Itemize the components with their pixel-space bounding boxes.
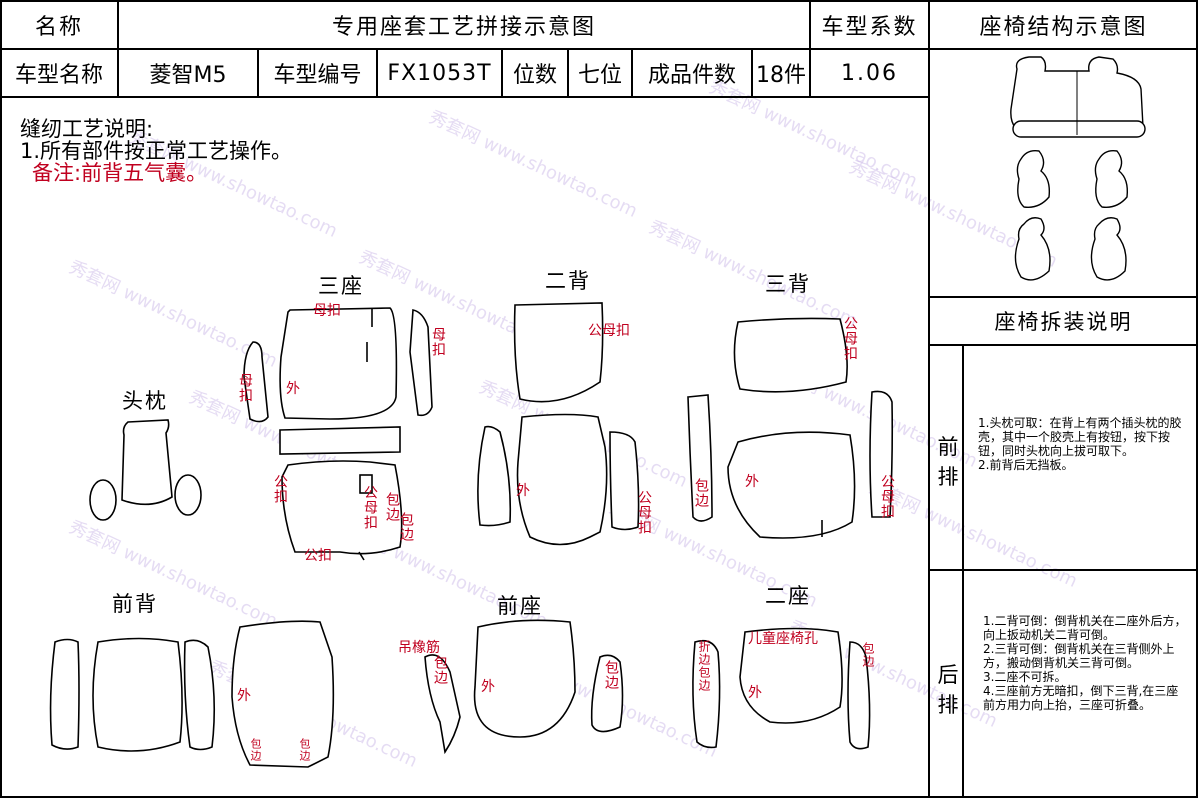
rear-row-label: 后排 bbox=[937, 663, 959, 717]
section-headrest: 头枕 bbox=[122, 389, 168, 413]
pieces-value: 18件 bbox=[756, 63, 806, 88]
notes-remark: 备注:前背五气囊。 bbox=[32, 161, 208, 185]
label-gong-third-seat: 公扣 bbox=[272, 474, 288, 504]
label-baobian-third-back: 包边 bbox=[693, 478, 709, 508]
second-seat-main-piece bbox=[739, 627, 843, 724]
seats-label: 位数 bbox=[512, 63, 557, 88]
label-baobian-third-seat-b: 包边 bbox=[398, 512, 414, 542]
label-mukou-third-seat: 母扣 bbox=[313, 303, 341, 319]
section-second-seat: 二座 bbox=[765, 584, 811, 608]
model-code-label: 车型编号 bbox=[273, 63, 362, 88]
label-gong-mukou-third-back-right: 公母扣 bbox=[879, 474, 895, 519]
third-back-right-strip bbox=[869, 390, 894, 518]
seat-2-right bbox=[1094, 149, 1129, 208]
seats-value: 七位 bbox=[577, 63, 622, 88]
label-zhe-baobian: 折边包边 bbox=[697, 640, 711, 692]
model-code: FX1053T bbox=[387, 60, 492, 86]
label-child-seat-hole: 儿童座椅孔 bbox=[748, 631, 818, 647]
front-back-left-piece bbox=[49, 638, 80, 750]
third-back-left-strip bbox=[687, 394, 713, 522]
rear-bench-seat bbox=[1012, 120, 1146, 138]
third-seat-long-strip bbox=[279, 426, 401, 455]
label-wai-front-back: 外 bbox=[237, 688, 251, 704]
model-name-label: 车型名称 bbox=[14, 63, 103, 88]
section-front-back: 前背 bbox=[112, 592, 158, 616]
label-mukou-left: 母扣 bbox=[237, 373, 253, 403]
third-seat-top-piece bbox=[279, 307, 398, 420]
third-seat-right-strip bbox=[409, 309, 433, 417]
label-wai-second-seat: 外 bbox=[748, 685, 762, 701]
label-baobian-front-back-b: 包边 bbox=[298, 738, 311, 762]
second-back-right-piece bbox=[609, 431, 640, 531]
label-gong-mukou-second-back-right: 公母扣 bbox=[636, 490, 652, 535]
front-seat-main-piece bbox=[473, 619, 576, 738]
headrest-right-side bbox=[174, 474, 202, 516]
third-seat-left-strip bbox=[243, 341, 269, 423]
label-wai-front-seat: 外 bbox=[481, 679, 495, 695]
label-diaoxiangjin: 吊橡筋 bbox=[398, 640, 440, 656]
label-baobian-front-seat-left: 包边 bbox=[432, 655, 448, 685]
front-row-label: 前排 bbox=[937, 435, 959, 489]
label-mukou-right: 母扣 bbox=[430, 327, 446, 357]
model-name: 菱智M5 bbox=[149, 63, 227, 88]
front-seat-right-piece bbox=[590, 654, 624, 733]
disassembly-title: 座椅拆装说明 bbox=[994, 310, 1133, 334]
name-label: 名称 bbox=[34, 14, 83, 40]
headrest-main-piece bbox=[121, 419, 173, 506]
third-back-top-piece bbox=[733, 317, 848, 393]
label-baobian-second-seat: 包边 bbox=[861, 642, 875, 668]
front-back-right-piece bbox=[183, 639, 216, 751]
front-seat-left-piece bbox=[424, 654, 461, 755]
rear-row-instructions: 1.二背可倒：倒背机关在二座外后方，向上扳动机关二背可倒。 2.三背可倒：倒背机… bbox=[983, 614, 1187, 712]
label-gong-mukou-third-seat: 公母扣 bbox=[362, 485, 378, 530]
second-back-main-piece bbox=[516, 413, 608, 546]
coefficient-value: 1.06 bbox=[841, 60, 898, 86]
section-third-seat: 三座 bbox=[318, 274, 364, 298]
pattern-pieces bbox=[49, 302, 894, 768]
front-seat-right bbox=[1090, 217, 1127, 281]
label-wai-third-seat: 外 bbox=[286, 381, 300, 397]
section-third-back: 三背 bbox=[765, 272, 811, 296]
label-wai-second-back: 外 bbox=[516, 483, 530, 499]
label-baobian-front-back-a: 包边 bbox=[249, 738, 262, 762]
second-back-top-piece bbox=[513, 302, 604, 403]
page-title: 专用座套工艺拼接示意图 bbox=[331, 14, 596, 40]
headrest-left-side bbox=[89, 479, 117, 521]
third-back-main-piece bbox=[727, 431, 856, 539]
label-baobian-front-seat-right: 包边 bbox=[603, 660, 619, 690]
sewing-notes: 缝纫工艺说明: 1.所有部件按正常工艺操作。 备注:前背五气囊。 bbox=[20, 118, 292, 184]
second-back-left-piece bbox=[477, 425, 512, 527]
second-seat-right-piece bbox=[847, 641, 871, 750]
front-back-outer-piece bbox=[231, 620, 335, 768]
struct-title: 座椅结构示意图 bbox=[979, 14, 1148, 40]
section-second-back: 二背 bbox=[545, 269, 591, 293]
seat-2-left bbox=[1016, 149, 1051, 208]
front-row-instructions: 1.头枕可取：在背上有两个插头枕的胶壳，其中一个胶壳上有按钮，按下按钮，同时头枕… bbox=[978, 416, 1182, 472]
coef-label: 车型系数 bbox=[821, 14, 918, 40]
label-gongkou-bottom: 公扣 bbox=[304, 548, 332, 564]
label-gong-mukou-third-back: 公母扣 bbox=[842, 316, 858, 361]
second-seat-left-piece bbox=[692, 639, 721, 749]
front-seat-left bbox=[1014, 217, 1051, 281]
seat-structure-diagram bbox=[1010, 56, 1146, 281]
pieces-label: 成品件数 bbox=[647, 63, 736, 88]
label-wai-third-back: 外 bbox=[745, 474, 759, 490]
label-gong-mukou-second-back: 公母扣 bbox=[588, 323, 630, 339]
third-seat-small-tab bbox=[359, 474, 373, 494]
section-front-seat: 前座 bbox=[497, 594, 543, 618]
front-back-center-piece bbox=[92, 637, 183, 752]
label-baobian-third-seat-a: 包边 bbox=[384, 492, 400, 522]
notes-line-1: 1.所有部件按正常工艺操作。 bbox=[20, 139, 293, 163]
notes-title: 缝纫工艺说明: bbox=[20, 117, 154, 141]
